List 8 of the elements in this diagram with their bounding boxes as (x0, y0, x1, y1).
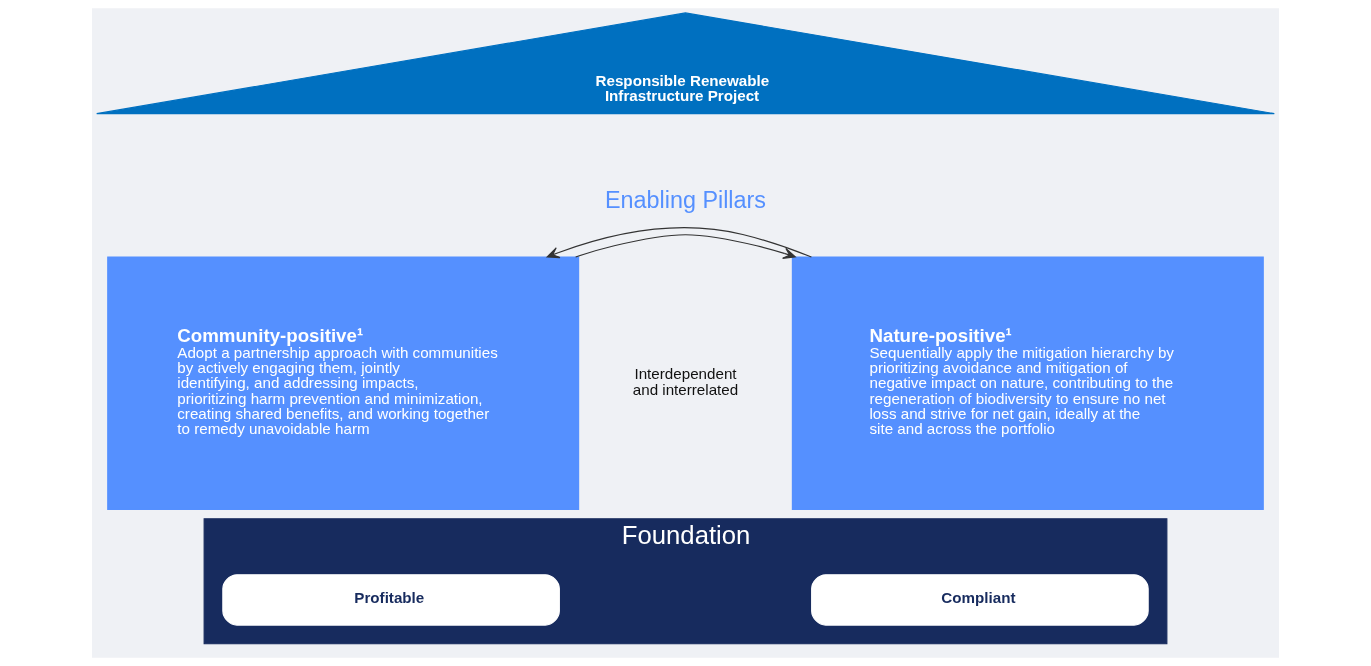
node-box: Profitable (222, 574, 560, 626)
label: Enabling Pillars (604, 186, 767, 213)
arrow (546, 227, 812, 259)
node-box: Community-positive¹ Adopt a partnership approach with communities by actively engaging them, jointly identifying, and addressing impacts, prioritizing harm prevention and minimization, creating shared benefits, and working together to remedy unavoidable harm (107, 256, 580, 510)
label: Interdependent and interrelated (632, 365, 739, 399)
node-box: Nature-positive¹ Sequentially apply the mitigation hierarchy by prioritizing avoidance and mitigation of negative impact on nature, contributing to the regeneration of biodiversity to ensure no net loss and strive for net gain, ideally at the site and across the portfolio (791, 256, 1264, 510)
node-box: Compliant (811, 574, 1149, 626)
arrow (575, 234, 796, 259)
